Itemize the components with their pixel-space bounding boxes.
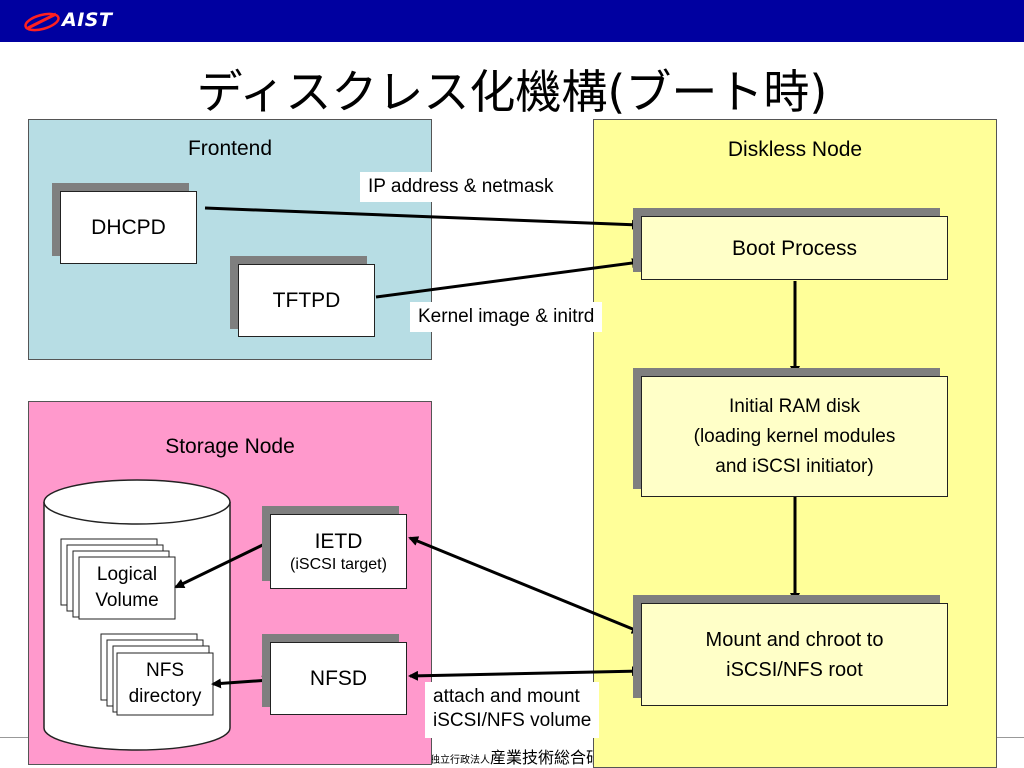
nfsd-label: NFSD	[309, 667, 368, 690]
initial-ram-disk-box: Initial RAM disk (loading kernel modules…	[641, 376, 948, 497]
aist-logo-icon	[24, 12, 60, 32]
header-bar: AIST	[0, 0, 1024, 42]
boot-process-label: Boot Process	[732, 236, 857, 260]
ip-address-label: IP address & netmask	[360, 172, 562, 202]
initrd-line1: Initial RAM disk	[729, 395, 860, 417]
dhcpd-box: DHCPD	[60, 191, 197, 264]
logical-volume-label: Logical Volume	[95, 564, 159, 611]
initrd-line3: and iSCSI initiator)	[715, 455, 874, 477]
kernel-image-label: Kernel image & initrd	[410, 302, 603, 332]
diskless-label: Diskless Node	[727, 138, 863, 161]
page-title: ディスクレス化機構(ブート時)	[196, 65, 828, 119]
ietd-box: IETD (iSCSI target)	[270, 514, 407, 589]
attach-line2: iSCSI/NFS volume	[433, 710, 592, 731]
frontend-label: Frontend	[187, 137, 273, 160]
attach-mount-label: attach and mount iSCSI/NFS volume	[425, 682, 600, 738]
tftpd-label: TFTPD	[272, 289, 341, 312]
mount-chroot-box: Mount and chroot to iSCSI/NFS root	[641, 603, 948, 706]
initrd-line2: (loading kernel modules	[693, 425, 896, 447]
dhcpd-label: DHCPD	[91, 216, 166, 239]
nfs-directory-box: NFS directory	[117, 653, 213, 715]
mount-line2: iSCSI/NFS root	[726, 658, 863, 681]
tftpd-box: TFTPD	[238, 264, 375, 337]
logo-text: AIST	[62, 9, 113, 31]
mount-line1: Mount and chroot to	[705, 628, 884, 651]
attach-line1: attach and mount	[433, 686, 580, 707]
footer-org-small: 独立行政法人	[430, 755, 490, 766]
boot-process-box: Boot Process	[641, 216, 948, 280]
nfsd-box: NFSD	[270, 642, 407, 715]
ietd-sublabel: (iSCSI target)	[290, 556, 387, 573]
ietd-label: IETD	[314, 530, 363, 553]
nfs-directory-label: NFS directory	[128, 660, 202, 707]
storage-label: Storage Node	[165, 435, 295, 458]
logical-volume-box: Logical Volume	[79, 557, 175, 619]
